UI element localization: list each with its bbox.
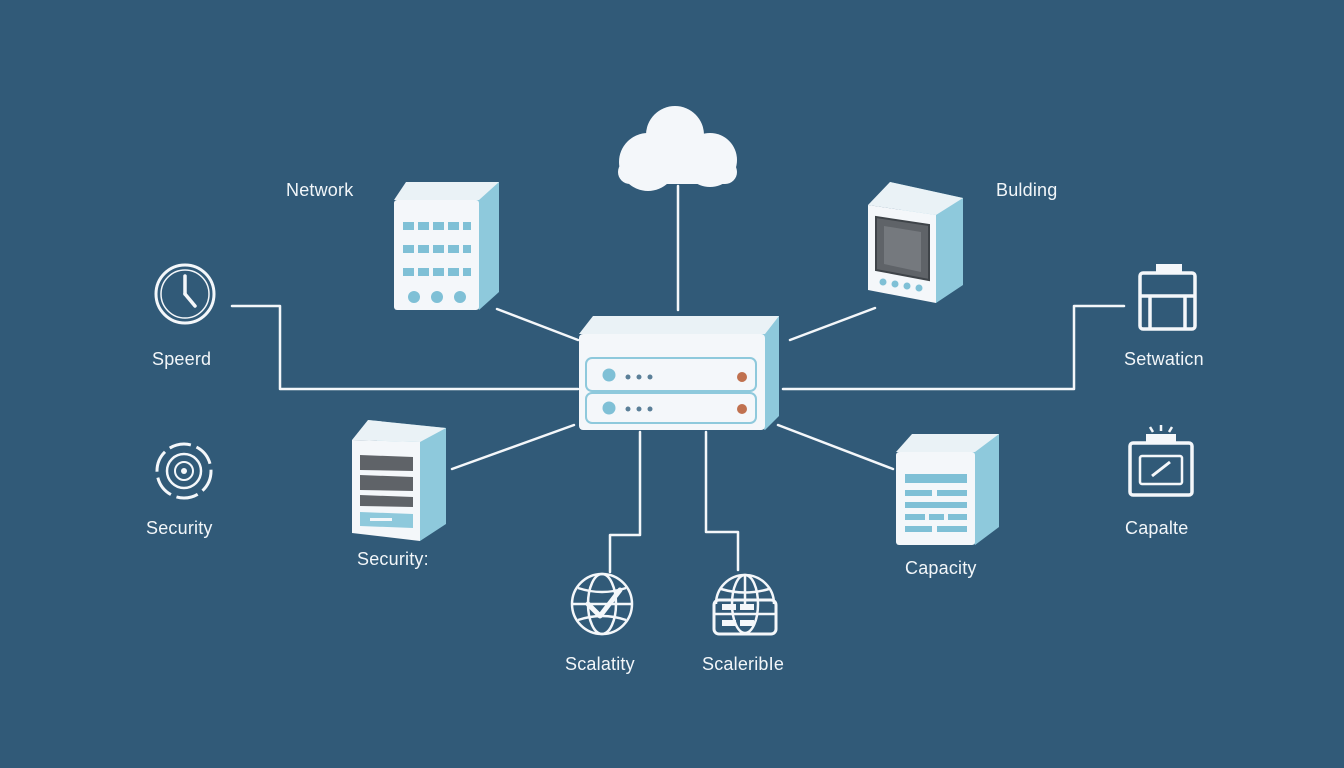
capacity-server: [896, 434, 999, 545]
monitor-icon: [868, 182, 963, 303]
network-server: [394, 182, 499, 310]
label-scalatity: Scalatity: [565, 654, 635, 674]
label-capalte: Capalte: [1125, 518, 1189, 538]
globe-database-icon: [712, 573, 778, 636]
line-network: [495, 307, 580, 342]
gauge-box-icon: [1128, 425, 1194, 497]
security-server: [352, 420, 446, 541]
label-scalerible: ScaleribIe: [702, 654, 785, 674]
clock-icon: [154, 263, 216, 325]
globe-check-icon: [570, 572, 634, 636]
shield-target-icon: [155, 442, 213, 500]
line-building: [788, 306, 877, 342]
line-scalatity: [608, 430, 642, 574]
line-setwatcion: [781, 304, 1126, 391]
line-security-server: [450, 423, 576, 471]
label-security-server: Security:: [357, 549, 429, 569]
printer-icon: [1138, 264, 1197, 331]
label-network: Network: [286, 180, 354, 200]
line-speed: [230, 304, 580, 391]
label-building: Bulding: [996, 180, 1058, 200]
central-switch: [579, 316, 779, 430]
label-speed: Speerd: [152, 349, 212, 369]
connector-lines: [230, 184, 1126, 574]
line-scalerible: [704, 430, 740, 572]
label-capacity: Capacity: [905, 558, 977, 578]
line-capacity: [776, 423, 895, 471]
label-setwatcion: Setwaticn: [1124, 349, 1204, 369]
cloud-icon: [618, 106, 737, 191]
label-security-left: Security: [146, 518, 213, 538]
